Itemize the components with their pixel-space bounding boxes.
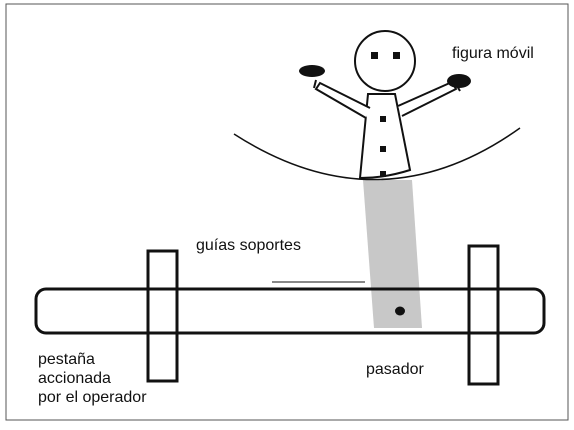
label-figura-movil: figura móvil bbox=[452, 45, 534, 62]
diagram-border bbox=[5, 3, 569, 421]
left-support-guide bbox=[146, 249, 179, 383]
figure-button-3 bbox=[380, 171, 386, 177]
figure-right-plate bbox=[447, 74, 471, 88]
pin-guide-column bbox=[363, 180, 422, 328]
label-guias-soportes: guías soportes bbox=[196, 237, 301, 254]
slider-bar bbox=[34, 287, 546, 335]
figure-button-2 bbox=[380, 146, 386, 152]
label-pestana-line-1: pestaña bbox=[38, 351, 95, 368]
label-pestana-line-2: accionada bbox=[38, 370, 111, 387]
figure-left-arm bbox=[314, 81, 371, 119]
figure-left-hand-line bbox=[313, 79, 317, 89]
mobile-figure bbox=[299, 30, 471, 180]
figure-right-eye bbox=[393, 52, 400, 59]
figure-body bbox=[358, 93, 412, 180]
figure-left-eye bbox=[371, 52, 378, 59]
label-pestana: pestaña accionada por el operador bbox=[38, 350, 198, 407]
figure-right-arm bbox=[397, 80, 458, 117]
figure-left-plate bbox=[299, 65, 325, 77]
label-pasador: pasador bbox=[366, 361, 424, 378]
figure-button-1 bbox=[380, 116, 386, 122]
figure-path-arc bbox=[233, 127, 521, 181]
figure-head bbox=[354, 30, 416, 92]
pin-dot bbox=[395, 306, 405, 316]
label-pestana-line-3: por el operador bbox=[38, 389, 147, 406]
right-support-guide bbox=[467, 244, 500, 386]
